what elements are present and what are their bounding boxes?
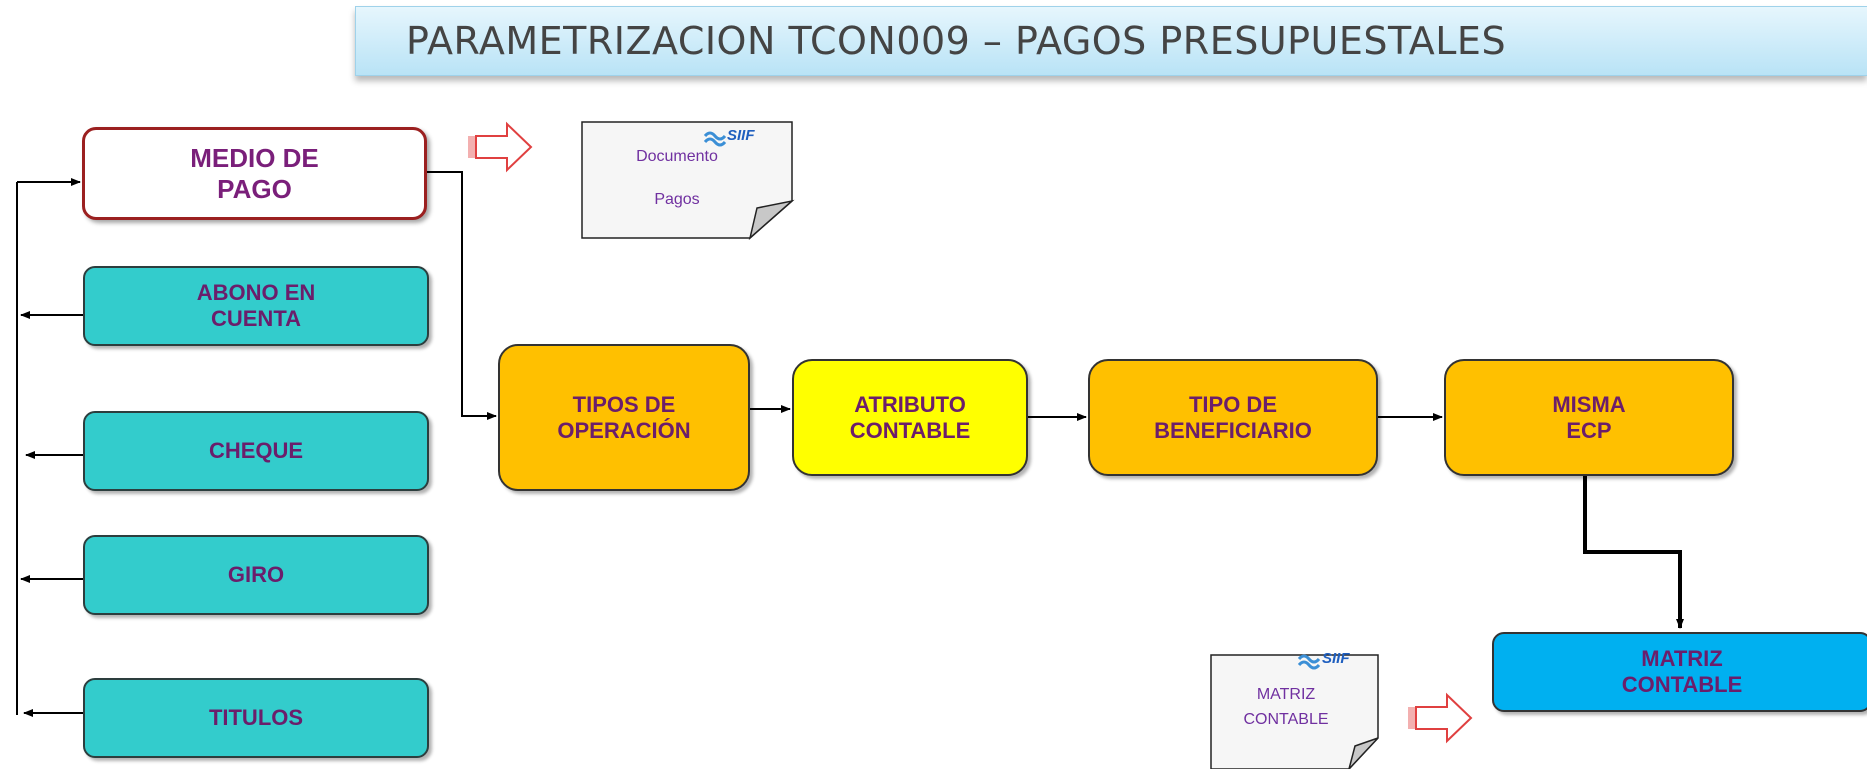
box-label: CHEQUE xyxy=(208,438,304,464)
document-matriz-line2: CONTABLE xyxy=(1243,711,1329,728)
hollow-right-arrow-icon xyxy=(1408,692,1473,744)
title-banner: PARAMETRIZACION TCON009 – PAGOS PRESUPUE… xyxy=(355,6,1867,76)
document-icon xyxy=(581,121,795,241)
connector-medio-to-tipos xyxy=(427,171,497,420)
document-pagos-line1: Documento xyxy=(636,148,718,165)
box-giro: GIRO xyxy=(83,535,429,615)
siif-logo-text: SIIF xyxy=(1322,650,1350,667)
page-title: PARAMETRIZACION TCON009 – PAGOS PRESUPUE… xyxy=(406,19,1507,63)
document-pagos-line2: Pagos xyxy=(654,191,700,208)
siif-logo-icon xyxy=(1297,654,1321,670)
document-icon xyxy=(1210,654,1379,769)
box-titulos: TITULOS xyxy=(83,678,429,758)
box-label: TITULOS xyxy=(208,705,304,731)
siif-logo-text: SIIF xyxy=(727,127,755,144)
document-matriz-line1: MATRIZ xyxy=(1256,686,1316,703)
siif-logo-icon xyxy=(703,131,727,147)
box-cheque: CHEQUE xyxy=(83,411,429,491)
hollow-right-arrow-icon xyxy=(468,121,533,173)
box-label: GIRO xyxy=(227,562,285,588)
connector-misma-to-matriz xyxy=(1583,476,1684,629)
left-return-bus xyxy=(16,178,83,717)
